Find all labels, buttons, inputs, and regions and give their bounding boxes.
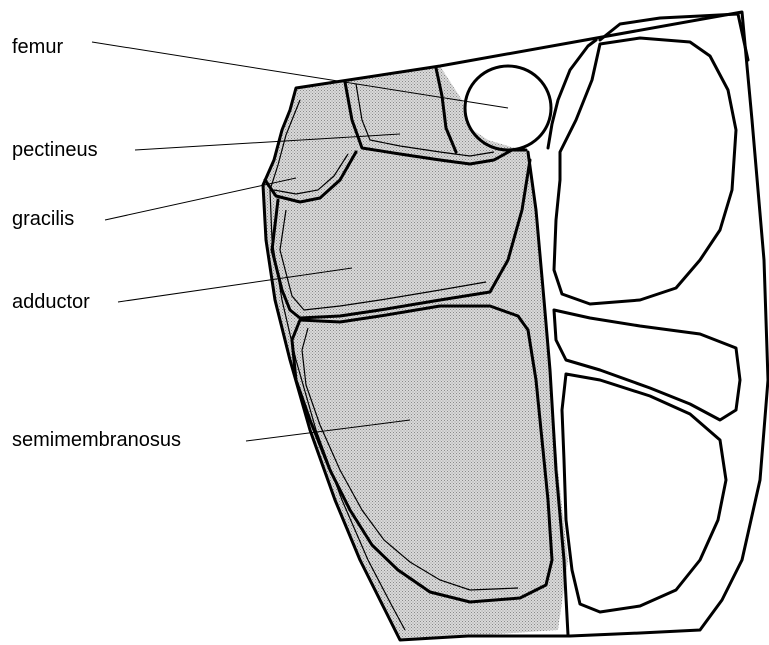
upper-right-vessel-region (600, 14, 748, 60)
semimembranosus-label: semimembranosus (12, 430, 181, 450)
adductor-label: adductor (12, 292, 90, 312)
right-upper-compartment (554, 38, 736, 304)
femur-label: femur (12, 37, 63, 57)
right-top-small-compartment (548, 40, 596, 148)
shaded-muscle-region (262, 66, 568, 640)
gracilis-label: gracilis (12, 209, 74, 229)
pectineus-label: pectineus (12, 140, 98, 160)
right-middle-compartment (554, 310, 740, 420)
